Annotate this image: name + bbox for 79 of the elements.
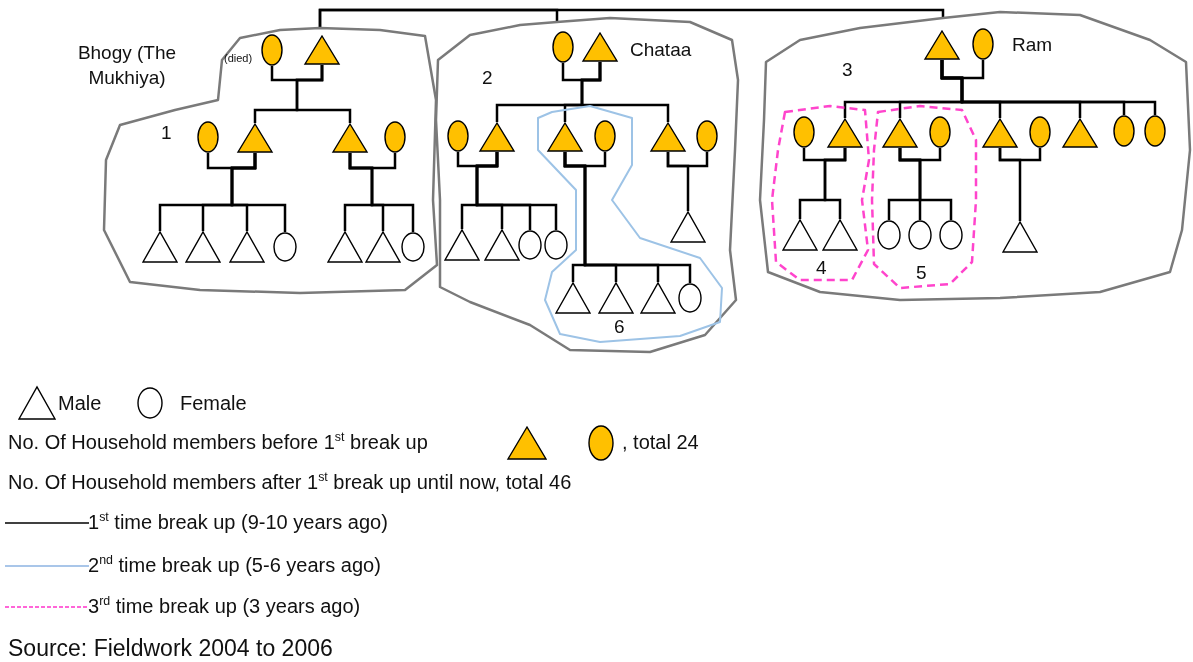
female-symbol xyxy=(908,220,932,250)
descent-line xyxy=(475,152,558,230)
male-symbol xyxy=(365,231,401,263)
female-symbol xyxy=(401,232,425,262)
male-symbol xyxy=(670,211,706,243)
descent-line xyxy=(898,148,953,220)
legend-text: 3$^{rd}$ time break up (3 years ago) xyxy=(88,593,361,619)
name-label: Chataa xyxy=(630,38,692,62)
household-outline xyxy=(434,14,742,356)
male-symbol xyxy=(237,123,273,153)
female-symbol xyxy=(552,31,574,63)
female-symbol xyxy=(544,230,568,260)
male-symbol xyxy=(827,118,863,148)
legend-text: 1$^{st}$ time break up (9-10 years ago) xyxy=(88,509,388,535)
female-symbol xyxy=(877,220,901,250)
household-number: 4 xyxy=(816,257,827,279)
female-symbol xyxy=(1144,115,1166,147)
male-symbol xyxy=(882,118,918,148)
household-number: 6 xyxy=(614,316,625,338)
female-symbol xyxy=(696,120,718,152)
male-symbol xyxy=(555,282,591,314)
male-symbol xyxy=(304,35,340,65)
female-symbol xyxy=(1113,115,1135,147)
male-symbol xyxy=(822,219,858,251)
male-symbol xyxy=(484,229,520,261)
descent-line xyxy=(580,62,670,122)
legend-text: Female xyxy=(180,391,247,416)
descent-line xyxy=(230,153,287,232)
descent-line xyxy=(295,65,352,123)
male-symbol xyxy=(142,231,178,263)
descent-line xyxy=(823,148,847,219)
male-symbol xyxy=(598,282,634,314)
household-number: 3 xyxy=(842,59,853,81)
descent-line xyxy=(563,152,692,283)
name-label: (died) xyxy=(224,51,253,65)
female-symbol xyxy=(594,120,616,152)
female-symbol xyxy=(197,121,219,153)
male-symbol xyxy=(924,30,960,60)
household-number: 2 xyxy=(482,67,493,89)
male-symbol xyxy=(185,231,221,263)
male-symbol xyxy=(547,122,583,152)
household-number: 1 xyxy=(161,122,172,144)
male-symbol xyxy=(444,229,480,261)
male-symbol xyxy=(982,118,1018,148)
male-symbol xyxy=(650,122,686,152)
note-text: , total 24 xyxy=(622,430,699,455)
female-symbol xyxy=(1029,116,1051,148)
descent-line xyxy=(348,153,415,232)
male-symbol xyxy=(229,231,265,263)
female-symbol xyxy=(384,121,406,153)
name-label: Ram xyxy=(1012,33,1053,57)
descent-line xyxy=(666,152,690,211)
male-symbol xyxy=(782,219,818,251)
note-text: No. Of Household members after 1$^{st}$ break up until now, total 46 xyxy=(8,469,572,495)
female-symbol xyxy=(273,232,297,262)
kinship-line xyxy=(318,8,945,28)
name-label: Bhogy (The Mukhiya) xyxy=(76,41,178,90)
female-symbol xyxy=(972,28,994,60)
household-number: 5 xyxy=(916,262,927,284)
male-symbol xyxy=(1062,118,1098,148)
female-symbol xyxy=(447,120,469,152)
female-symbol xyxy=(929,116,951,148)
male-symbol xyxy=(1002,221,1038,253)
female-symbol xyxy=(678,283,702,313)
male-symbol xyxy=(327,231,363,263)
legend-text: 2$^{nd}$ time break up (5-6 years ago) xyxy=(88,552,381,578)
male-symbol xyxy=(582,32,618,62)
legend-text: No. Of Household members before 1$^{st}$ break up xyxy=(8,429,428,455)
female-symbol xyxy=(518,230,542,260)
female-symbol xyxy=(939,220,963,250)
household-outline xyxy=(756,8,1192,304)
female-symbol xyxy=(261,34,283,66)
descent-line xyxy=(998,148,1022,221)
source-caption: Source: Fieldwork 2004 to 2006 xyxy=(8,634,333,662)
female-symbol xyxy=(793,116,815,148)
male-symbol xyxy=(640,282,676,314)
legend-text: Male xyxy=(58,391,102,416)
male-symbol xyxy=(479,122,515,152)
male-symbol xyxy=(332,123,368,153)
